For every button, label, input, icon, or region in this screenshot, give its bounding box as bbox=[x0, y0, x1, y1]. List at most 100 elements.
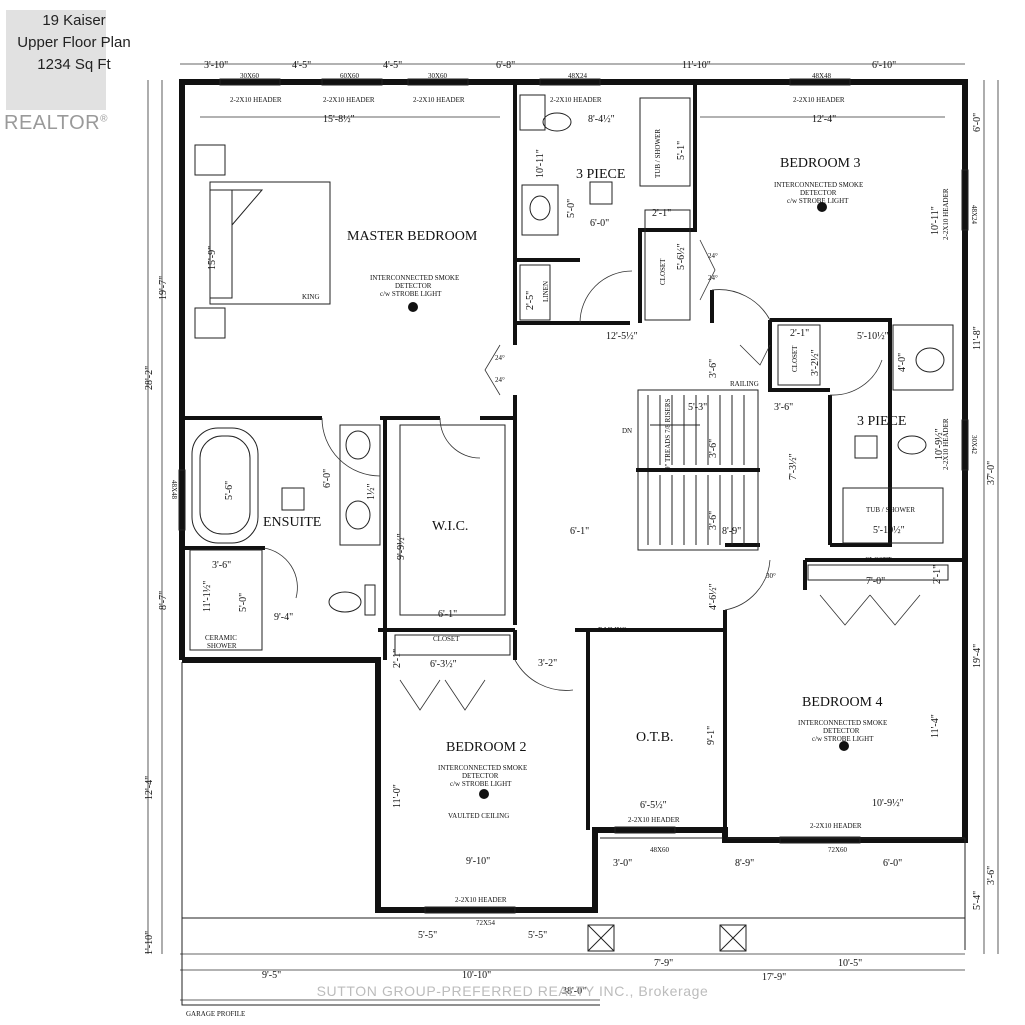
note-tub-shower: TUB / SHOWER bbox=[866, 506, 915, 514]
window-size: 48X60 bbox=[650, 846, 670, 854]
dim-interior: 2'-1" bbox=[392, 649, 403, 668]
note-smoke: c/w STROBE LIGHT bbox=[450, 780, 512, 788]
dim-bottom: 6'-0" bbox=[883, 858, 902, 869]
window-marks bbox=[178, 78, 969, 914]
note-railing: RAILING bbox=[730, 380, 759, 388]
staircase bbox=[636, 389, 760, 551]
note-header: 2-2X10 HEADER bbox=[628, 816, 680, 824]
dim-interior: 11'-4" bbox=[930, 714, 941, 738]
note-smoke: c/w STROBE LIGHT bbox=[812, 735, 874, 743]
dim-bottom: 3'-0" bbox=[613, 858, 632, 869]
note-header: 2-2X10 HEADER bbox=[793, 96, 845, 104]
dim-bottom: 10'-10" bbox=[462, 970, 491, 981]
note-smoke: c/w STROBE LIGHT bbox=[787, 197, 849, 205]
note-smoke: DETECTOR bbox=[395, 282, 432, 290]
window-size: 48X24 bbox=[970, 205, 978, 225]
dim-right: 19'-4" bbox=[972, 644, 983, 668]
fixtures bbox=[189, 94, 954, 656]
window-size: 60X60 bbox=[340, 72, 360, 80]
dim-interior: 5'-1" bbox=[676, 141, 687, 160]
dim-right: 3'-6" bbox=[986, 866, 997, 885]
interior-walls bbox=[182, 82, 965, 840]
plan-title: Upper Floor Plan bbox=[17, 34, 131, 51]
dim-right: 11'-8" bbox=[972, 326, 983, 350]
label-3-piece-b: 3 PIECE bbox=[857, 414, 906, 429]
dim-interior: 11'-1½" bbox=[202, 581, 213, 612]
garage-profile bbox=[181, 662, 966, 1006]
dim-interior: 10'-9½" bbox=[934, 428, 945, 460]
room-labels: MASTER BEDROOM BEDROOM 3 BEDROOM 2 BEDRO… bbox=[263, 156, 906, 755]
note-header: 2-2X10 HEADER bbox=[550, 96, 602, 104]
dim-left: 28'-2" bbox=[144, 366, 155, 390]
label-wic: W.I.C. bbox=[432, 519, 468, 534]
dim-interior: 3'-2½" bbox=[810, 349, 821, 376]
note-closet: CLOSET bbox=[865, 556, 892, 564]
dim-interior: 15'-9" bbox=[207, 246, 218, 270]
dim-interior: 6'-1" bbox=[570, 526, 589, 537]
dim-top: 4'-5" bbox=[292, 60, 311, 71]
dim-right: 6'-0" bbox=[972, 113, 983, 132]
window-size: 48X24 bbox=[568, 72, 588, 80]
window-size: 30X60 bbox=[428, 72, 448, 80]
property-address: 19 Kaiser bbox=[42, 12, 106, 29]
dim-right: 37'-0" bbox=[986, 461, 997, 485]
dim-interior: 2'-1" bbox=[652, 208, 671, 219]
dim-interior: 4'-6½" bbox=[708, 583, 719, 610]
dim-bottom: 9'-5" bbox=[262, 970, 281, 981]
dim-bottom: 7'-9" bbox=[654, 958, 673, 969]
note-smoke: INTERCONNECTED SMOKE bbox=[438, 764, 527, 772]
dim-interior: 7'-0" bbox=[866, 576, 885, 587]
dim-interior: 6'-0" bbox=[322, 469, 333, 488]
smoke-notes: INTERCONNECTED SMOKE DETECTOR c/w STROBE… bbox=[370, 181, 887, 820]
label-3-piece-a: 3 PIECE bbox=[576, 167, 625, 182]
dim-interior: 2'-1" bbox=[790, 328, 809, 339]
note-garage-profile: GARAGE PROFILE bbox=[186, 1010, 245, 1018]
dim-left: 12'-4" bbox=[144, 776, 155, 800]
note-smoke: INTERCONNECTED SMOKE bbox=[370, 274, 459, 282]
note-smoke: c/w STROBE LIGHT bbox=[380, 290, 442, 298]
dim-top: 4'-5" bbox=[383, 60, 402, 71]
dim-bottom: 10'-5" bbox=[838, 958, 862, 969]
window-size: 72X60 bbox=[828, 846, 848, 854]
dim-interior: 5'-10½" bbox=[857, 331, 889, 342]
registered-mark: ® bbox=[100, 113, 108, 125]
dim-interior: 5'-6" bbox=[224, 481, 235, 500]
dim-left: 8'-7" bbox=[158, 591, 169, 610]
dim-top: 6'-10" bbox=[872, 60, 896, 71]
dim-angle: 24° bbox=[495, 354, 505, 362]
dim-interior: 8'-4½" bbox=[588, 114, 615, 125]
note-ceramic-shower: CERAMIC bbox=[205, 634, 237, 642]
interior-dimensions: 15'-8½" 15'-9" 8'-4½" 12'-4" 10'-11" 5'-… bbox=[202, 114, 945, 867]
note-ceramic-shower: SHOWER bbox=[207, 642, 237, 650]
dim-interior: 11'-0" bbox=[392, 784, 403, 808]
note-closet: CLOSET bbox=[659, 258, 667, 285]
realtor-logo-mark bbox=[6, 10, 106, 110]
dim-top: 3'-10" bbox=[204, 60, 228, 71]
dim-interior: 10'-11" bbox=[930, 206, 941, 235]
dim-interior: 7'-3½" bbox=[788, 453, 799, 480]
label-bedroom-4: BEDROOM 4 bbox=[802, 695, 883, 710]
dim-top: 6'-8" bbox=[496, 60, 515, 71]
window-size: 48X48 bbox=[170, 480, 178, 500]
note-king: KING bbox=[302, 293, 320, 301]
dim-bottom: 5'-5" bbox=[418, 930, 437, 941]
note-smoke: INTERCONNECTED SMOKE bbox=[798, 719, 887, 727]
dim-interior: 3'-2" bbox=[538, 658, 557, 669]
note-smoke: INTERCONNECTED SMOKE bbox=[774, 181, 863, 189]
window-size: 30X42 bbox=[970, 435, 978, 455]
window-size: 72X54 bbox=[476, 919, 496, 927]
label-bedroom-2: BEDROOM 2 bbox=[446, 740, 527, 755]
dim-interior: 3'-6" bbox=[708, 359, 719, 378]
note-header: 2-2X10 HEADER bbox=[230, 96, 282, 104]
note-tub-shower: TUB / SHOWER bbox=[654, 129, 662, 178]
dim-interior: 3'-6" bbox=[212, 560, 231, 571]
note-header: 2-2X10 HEADER bbox=[323, 96, 375, 104]
dim-bottom: 38'-0" bbox=[562, 986, 586, 997]
note-vaulted-ceiling: VAULTED CEILING bbox=[448, 812, 509, 820]
label-master-bedroom: MASTER BEDROOM bbox=[347, 229, 478, 244]
note-header: 2-2X10 HEADER bbox=[455, 896, 507, 904]
plan-header: 19 Kaiser Upper Floor Plan 1234 Sq Ft bbox=[0, 10, 148, 76]
smoke-detectors bbox=[281, 181, 878, 799]
note-railing: RAILING bbox=[598, 626, 627, 634]
